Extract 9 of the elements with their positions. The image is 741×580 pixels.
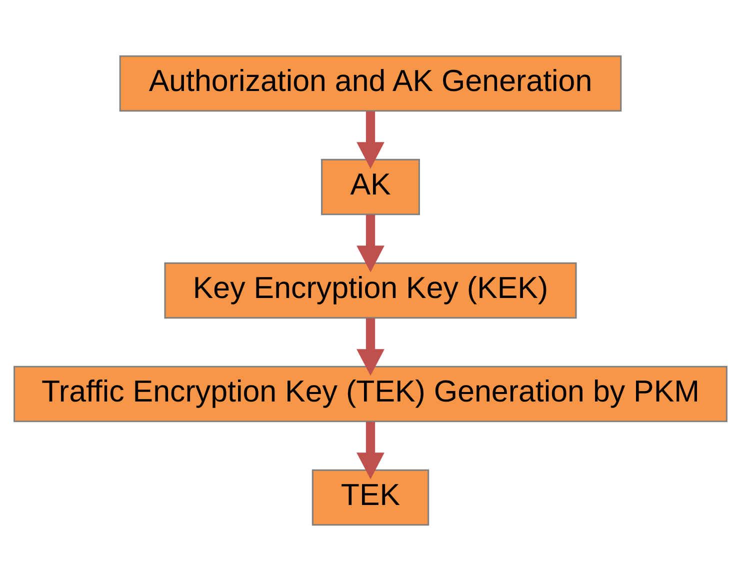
arrow: [356, 110, 384, 168]
arrow: [356, 214, 384, 272]
node-box: Key Encryption Key (KEK): [164, 262, 577, 318]
node-box: Traffic Encryption Key (TEK) Generation by PKM: [14, 365, 728, 422]
arrow: [356, 421, 384, 479]
node-box: Authorization and AK Generation: [119, 54, 622, 112]
node-box: TEK: [312, 468, 430, 526]
arrow: [356, 318, 384, 376]
node-box: AK: [321, 158, 420, 215]
